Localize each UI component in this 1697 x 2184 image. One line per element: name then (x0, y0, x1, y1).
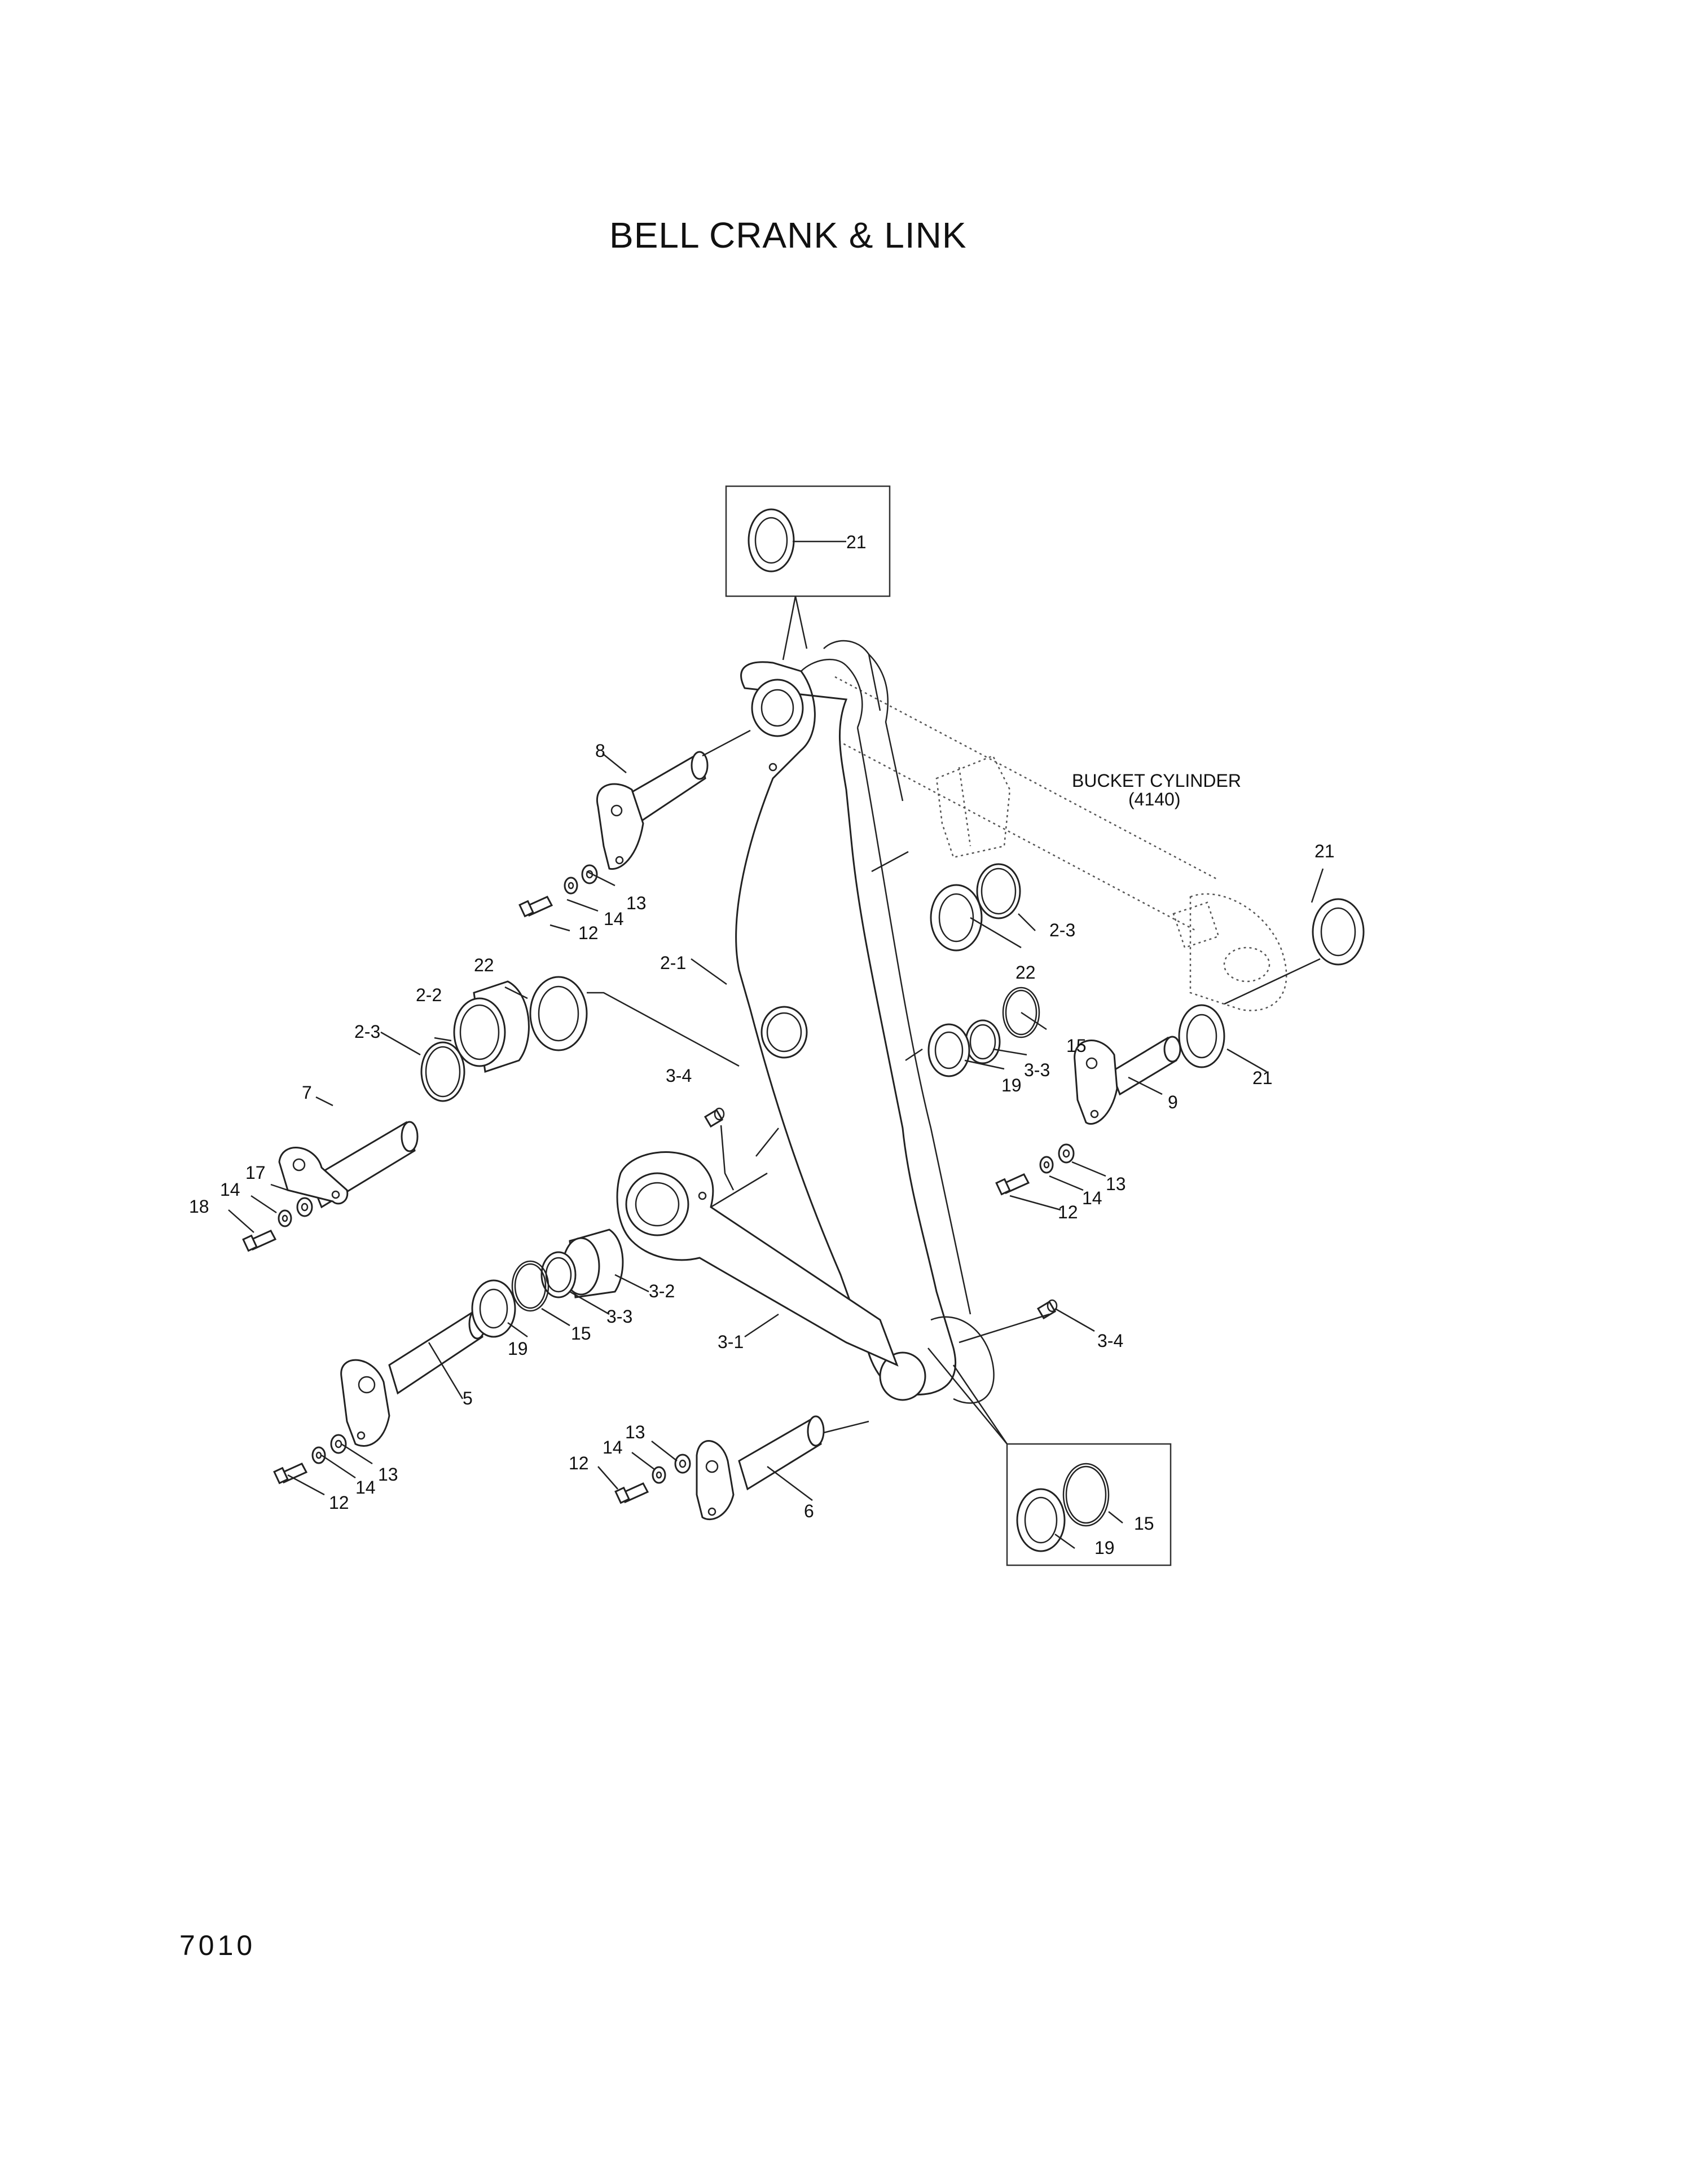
fastener-set-b (242, 1197, 313, 1252)
callout-13-d: 13 (378, 1464, 398, 1485)
callout-5: 5 (463, 1388, 473, 1408)
link-3-1 (616, 1128, 899, 1367)
bell-crank (735, 640, 995, 1404)
callout-12-a: 12 (578, 923, 599, 943)
callout-13-a: 13 (626, 893, 647, 913)
seal-19-box (1016, 1488, 1066, 1552)
grease-nipple-top (704, 1107, 725, 1128)
grease-nipple-right (1036, 1299, 1058, 1320)
callout-14-b: 14 (220, 1179, 240, 1200)
callout-9: 9 (1168, 1092, 1178, 1112)
seal-22-right (930, 884, 983, 952)
callout-21-box: 21 (846, 532, 867, 552)
pin-9 (1074, 1036, 1181, 1125)
pin-6 (696, 1415, 825, 1521)
callout-2-1: 2-1 (660, 953, 686, 973)
callout-14-e: 14 (603, 1437, 623, 1458)
bucket-cylinder-label: BUCKET CYLINDER (4140) (1072, 770, 1241, 809)
seal-3-3-right (965, 1019, 1001, 1064)
o-ring-15-box (1062, 1463, 1110, 1527)
callout-2-3-right: 2-3 (1049, 920, 1075, 940)
callout-3-1: 3-1 (718, 1332, 744, 1352)
callout-3-3-left: 3-3 (606, 1306, 632, 1327)
callout-13-e: 13 (625, 1422, 645, 1442)
callout-2-2: 2-2 (416, 985, 442, 1005)
page-title: BELL CRANK & LINK (609, 215, 967, 256)
fastener-set-c (995, 1143, 1075, 1196)
callout-8: 8 (595, 741, 605, 761)
callout-6: 6 (804, 1501, 814, 1521)
callouts: 21 21 21 8 13 14 12 2-1 22 2-2 2-3 7 17 … (189, 532, 1335, 1558)
callout-22-left: 22 (474, 955, 494, 975)
seal-3-3-left (540, 1251, 577, 1298)
pin-7 (278, 1121, 419, 1209)
fastener-set-a (518, 864, 598, 918)
callout-19-right: 19 (1001, 1075, 1022, 1095)
callout-2-3-left: 2-3 (354, 1021, 380, 1042)
callout-3-2: 3-2 (649, 1281, 675, 1301)
callout-15-left: 15 (571, 1323, 591, 1344)
reference-code: (4140) (1128, 789, 1181, 809)
callout-17: 17 (245, 1163, 266, 1183)
leader-lines (228, 540, 1324, 1549)
detail-box-top (725, 485, 891, 597)
fastener-set-d (273, 1434, 347, 1485)
callout-14-c: 14 (1082, 1188, 1102, 1208)
callout-12-c: 12 (1058, 1202, 1078, 1222)
callout-13-c: 13 (1106, 1174, 1126, 1194)
callout-21-right: 21 (1314, 841, 1335, 861)
callout-3-4-top: 3-4 (666, 1065, 692, 1086)
seal-2-3-left (420, 1041, 465, 1102)
o-ring-15-left (511, 1260, 549, 1312)
bushing-2-2 (453, 980, 530, 1073)
seal-21-box (748, 508, 795, 573)
o-ring-15-right (1002, 987, 1040, 1038)
callout-19-box: 19 (1094, 1538, 1115, 1558)
pin-8 (596, 751, 709, 870)
seal-21-right (1312, 898, 1365, 966)
callout-3-3-right: 3-3 (1024, 1060, 1050, 1080)
seal-19-left (471, 1279, 516, 1338)
seal-2-3-right (976, 863, 1021, 919)
page-number: 7010 (179, 1930, 256, 1961)
seal-22-left (529, 976, 588, 1051)
seal-19-right (927, 1023, 970, 1077)
callout-12-d: 12 (329, 1492, 349, 1513)
detail-box-bottom (1006, 1443, 1172, 1566)
callout-19-left: 19 (508, 1338, 528, 1359)
callout-21-lower: 21 (1252, 1068, 1273, 1088)
bucket-cylinder-outline (823, 676, 1287, 1011)
callout-18: 18 (189, 1196, 209, 1217)
callout-7: 7 (302, 1082, 312, 1103)
callout-3-4-right: 3-4 (1097, 1331, 1123, 1351)
callout-22-right: 22 (1015, 962, 1036, 983)
callout-15-right: 15 (1066, 1036, 1087, 1056)
reference-name: BUCKET CYLINDER (1072, 770, 1241, 791)
callout-14-d: 14 (355, 1477, 376, 1498)
fastener-set-e (614, 1454, 691, 1504)
callout-12-e: 12 (569, 1453, 589, 1473)
callout-15-box: 15 (1134, 1513, 1154, 1534)
callout-14-a: 14 (604, 909, 624, 929)
seal-21-lower (1178, 1004, 1225, 1068)
pin-5 (340, 1308, 486, 1447)
